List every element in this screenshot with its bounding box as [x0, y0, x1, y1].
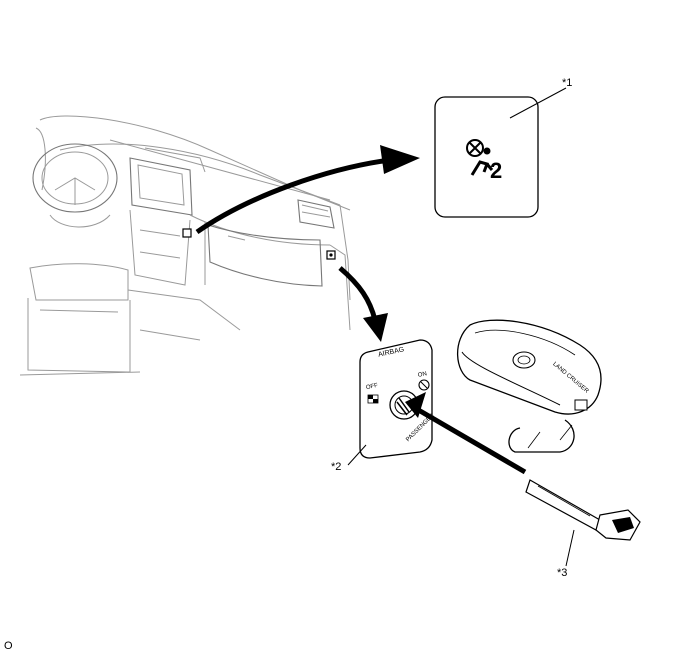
dashboard-interior [19, 115, 351, 376]
figure-id: O [4, 640, 13, 652]
airbag-off-passenger-icon [466, 139, 494, 176]
mechanical-key [525, 479, 641, 541]
callout-2-leader [347, 444, 367, 466]
callout-1: *1 [562, 77, 573, 89]
smart-key [457, 319, 602, 453]
callout-2: *2 [331, 461, 342, 473]
arrow-to-indicator [195, 145, 420, 235]
callout-1-leader [509, 87, 567, 119]
callout-3-leader [565, 529, 575, 567]
callout-3: *3 [557, 567, 568, 579]
indicator-number: 2 [490, 158, 503, 183]
arrow-to-switch [338, 266, 388, 342]
airbag-switch-panel [359, 339, 433, 459]
arrow-key-insert [405, 392, 527, 475]
indicator-panel [434, 96, 539, 218]
